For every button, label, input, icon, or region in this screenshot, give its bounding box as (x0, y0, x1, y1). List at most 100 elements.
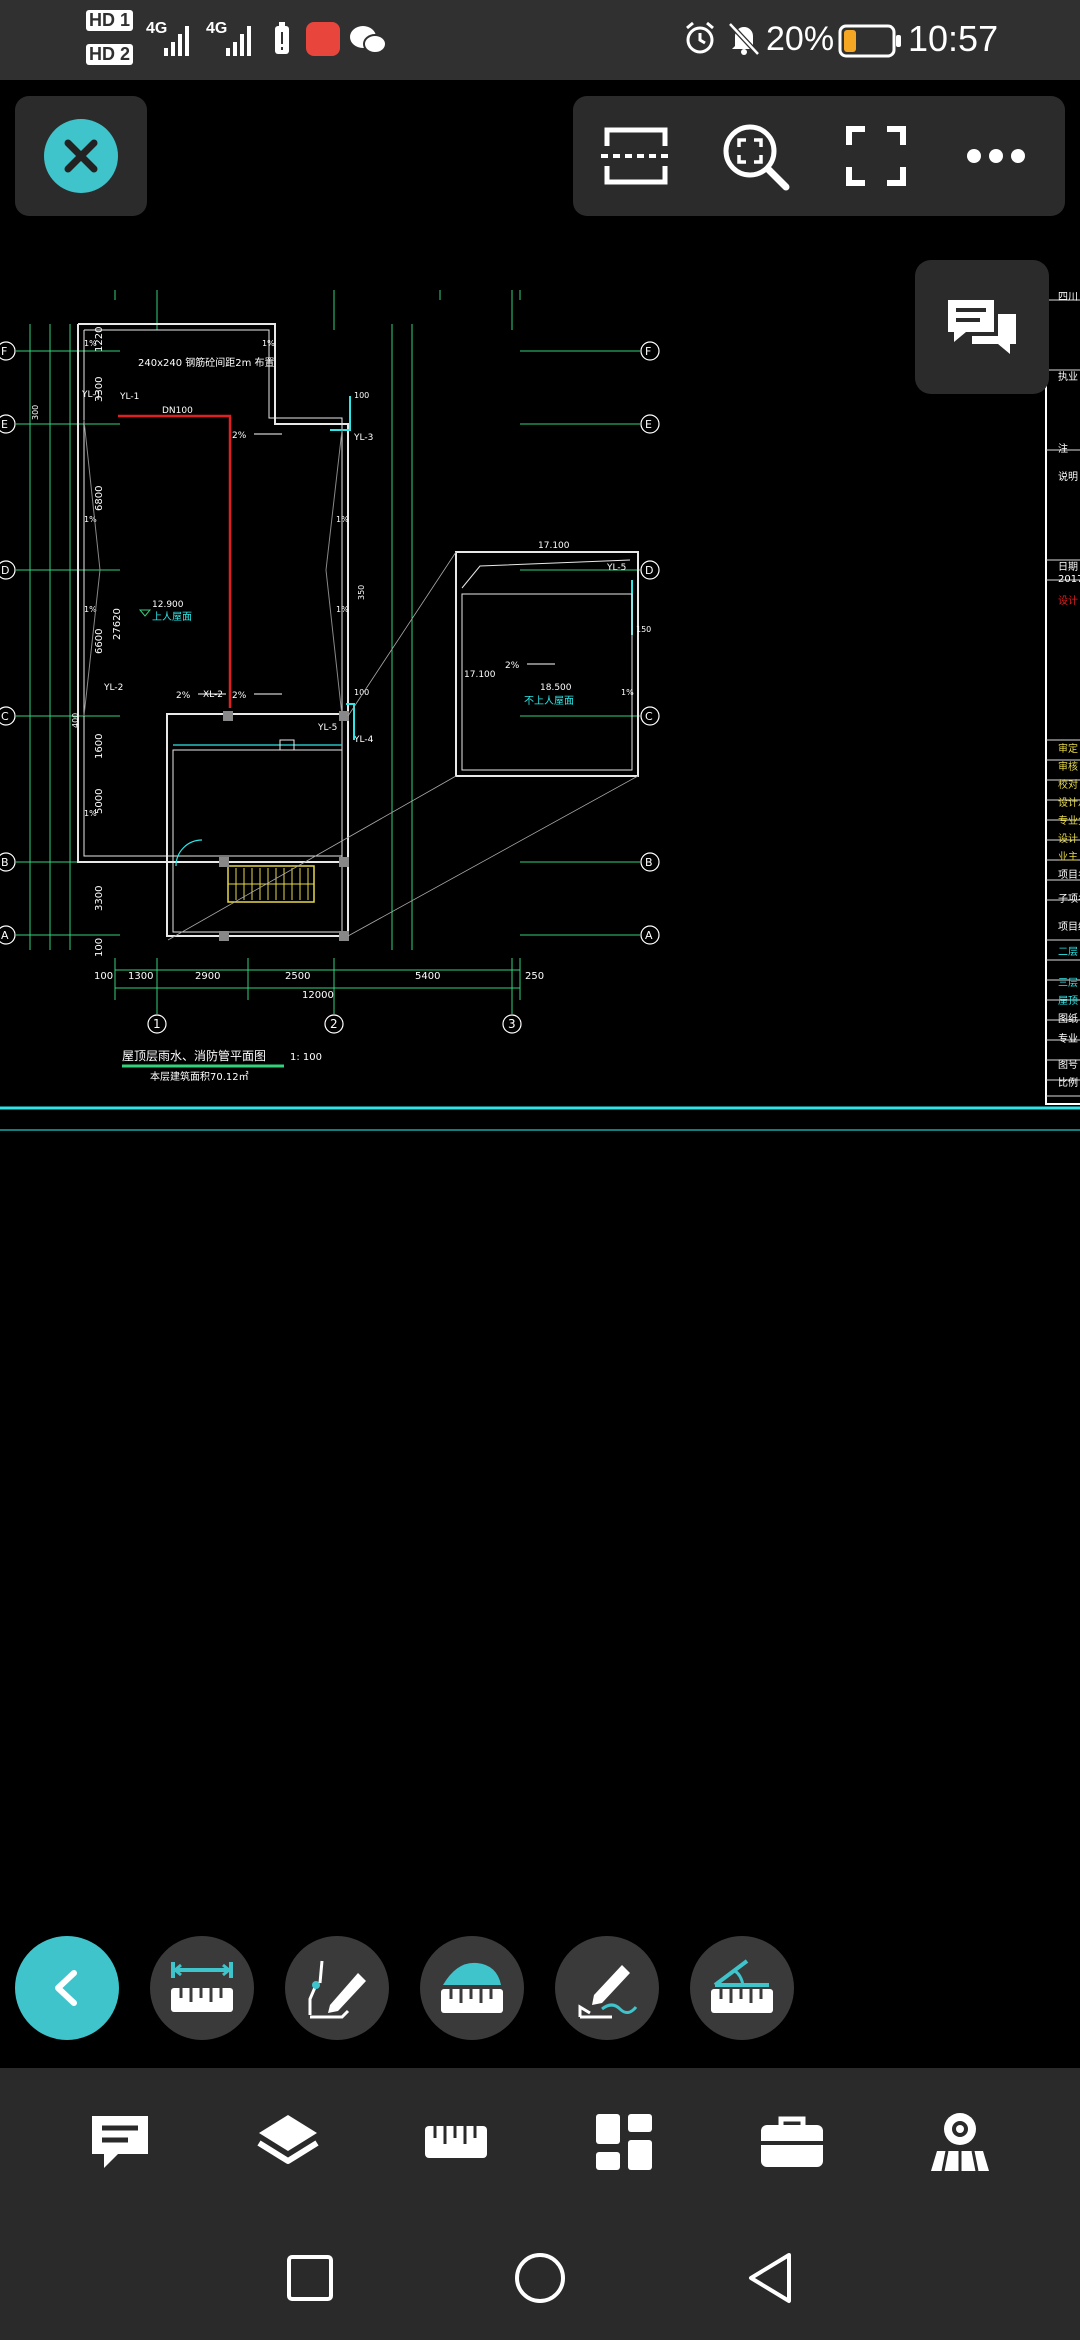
slope-label: 2% (232, 431, 247, 441)
grid-row-label: D (645, 564, 653, 577)
slope-label: 1% (262, 339, 275, 348)
drawing-scale: 1: 100 (290, 1052, 322, 1063)
slope-label: 1% (336, 515, 349, 524)
measure-length-icon (171, 1962, 233, 2012)
dim-text: 100 (354, 688, 369, 697)
dim-text: 6800 (94, 486, 105, 511)
elevation-label: 17.100 (464, 670, 496, 680)
column (339, 711, 349, 721)
column (339, 931, 349, 941)
title-block-text: 设计 (1058, 832, 1078, 845)
small-roof-label: 不上人屋面 (524, 695, 574, 707)
layers-icon (257, 2115, 319, 2164)
title-block-text: 项目名 (1058, 868, 1080, 881)
grid-row-bubble (0, 414, 16, 434)
chevron-left-icon (55, 1970, 77, 2006)
slope-label: 2% (232, 691, 247, 701)
grid-row-bubble (0, 852, 16, 872)
app-notification-icon (306, 22, 340, 56)
fire-pipe-dn100 (118, 414, 232, 708)
dim-text: 1220 (94, 327, 105, 352)
comments-button[interactable] (915, 260, 1049, 394)
leader-line (167, 775, 457, 941)
alarm-icon (686, 21, 714, 54)
dim-text: 1600 (94, 734, 105, 759)
sim2-badge: HD 2 (86, 44, 134, 65)
fullscreen-button[interactable] (821, 96, 931, 216)
stair-core (166, 713, 349, 937)
title-block-text: 设计总 (1058, 796, 1080, 809)
dim-text: 100 (94, 971, 113, 982)
select-area-icon (601, 127, 671, 185)
pipe-label: YL-1 (119, 392, 139, 402)
dim-text: 6600 (94, 629, 105, 654)
grid-col-label: 2 (330, 1017, 338, 1031)
slope-label: 1% (84, 605, 97, 614)
dim-text: 400 (71, 713, 80, 728)
dim-text: 5400 (415, 971, 440, 982)
status-bar: HD 1 HD 2 4G 4G 20% 10:57 (0, 0, 1080, 80)
grid-row-bubble (640, 925, 660, 945)
measure-length-button[interactable] (150, 1936, 254, 2040)
annotate-button[interactable] (285, 1936, 389, 2040)
cad-drawing-canvas[interactable]: 四川执业注说明日期2017设计审定审核校对设计总专业负设计业主项目名子项名项目编… (0, 290, 1080, 1710)
system-nav-bar (0, 2216, 1080, 2340)
title-block-text: 执业 (1058, 370, 1078, 383)
title-block-text: 比例 (1058, 1076, 1078, 1089)
small-roof-slope (461, 559, 631, 589)
title-block-text: 屋顶 (1058, 995, 1078, 1007)
slope-label: 1% (336, 605, 349, 614)
3d-view-icon (931, 2113, 989, 2172)
network1-label: 4G (146, 20, 168, 37)
ridge-line (325, 429, 343, 717)
small-roof-outline (455, 551, 639, 777)
grid-row-label: C (1, 710, 9, 723)
grid-row-bubble (640, 560, 660, 580)
measure-tab[interactable] (396, 2068, 516, 2216)
elevation-label: 12.900 (152, 600, 184, 610)
measure-angle-button[interactable] (690, 1936, 794, 2040)
title-block-text: 注 (1058, 442, 1068, 455)
more-button[interactable] (941, 96, 1051, 216)
title-block-text: 说明 (1058, 470, 1078, 483)
grid-row-label: A (645, 929, 653, 942)
view-3d-tab[interactable] (900, 2068, 1020, 2216)
layers-tab[interactable] (228, 2068, 348, 2216)
comments-tab[interactable] (60, 2068, 180, 2216)
column (219, 931, 229, 941)
battery-percent: 20% (766, 20, 835, 58)
sketch-button[interactable] (555, 1936, 659, 2040)
grid-col-bubble (502, 1014, 522, 1034)
pipe-label: YL-5 (317, 723, 337, 733)
title-block-text: 日期 (1058, 561, 1078, 573)
circle-icon (515, 2253, 565, 2303)
recents-button[interactable] (240, 2216, 380, 2340)
measure-angle-icon (711, 1959, 773, 2013)
grid-row-bubble (0, 341, 16, 361)
measure-area-button[interactable] (420, 1936, 524, 2040)
back-button[interactable] (15, 1936, 119, 2040)
toolbox-tab[interactable] (732, 2068, 852, 2216)
back-nav-button[interactable] (700, 2216, 840, 2340)
grid-col-bubble (147, 1014, 167, 1034)
title-block-text: 校对 (1058, 778, 1078, 791)
measure-area-icon (441, 1962, 503, 2013)
dim-text: 12000 (302, 990, 334, 1001)
grid-row-bubble (0, 706, 16, 726)
zoom-fit-button[interactable] (701, 96, 811, 216)
grid-row-label: F (645, 345, 651, 358)
grid-row-label: F (1, 345, 7, 358)
dim-text: 250 (525, 971, 544, 982)
close-icon (64, 139, 98, 173)
layout-tab[interactable] (564, 2068, 684, 2216)
home-button[interactable] (470, 2216, 610, 2340)
select-area-button[interactable] (581, 96, 691, 216)
close-button[interactable] (15, 96, 147, 216)
dim-text: 3300 (94, 377, 105, 402)
title-block-text: 子项名 (1058, 892, 1080, 905)
title-block-text: 专业 (1058, 1032, 1078, 1045)
network2-label: 4G (206, 20, 228, 37)
sketch-icon (578, 1965, 638, 2019)
zoom-fit-icon (723, 124, 790, 191)
title-block-text: 审定 (1058, 742, 1078, 755)
